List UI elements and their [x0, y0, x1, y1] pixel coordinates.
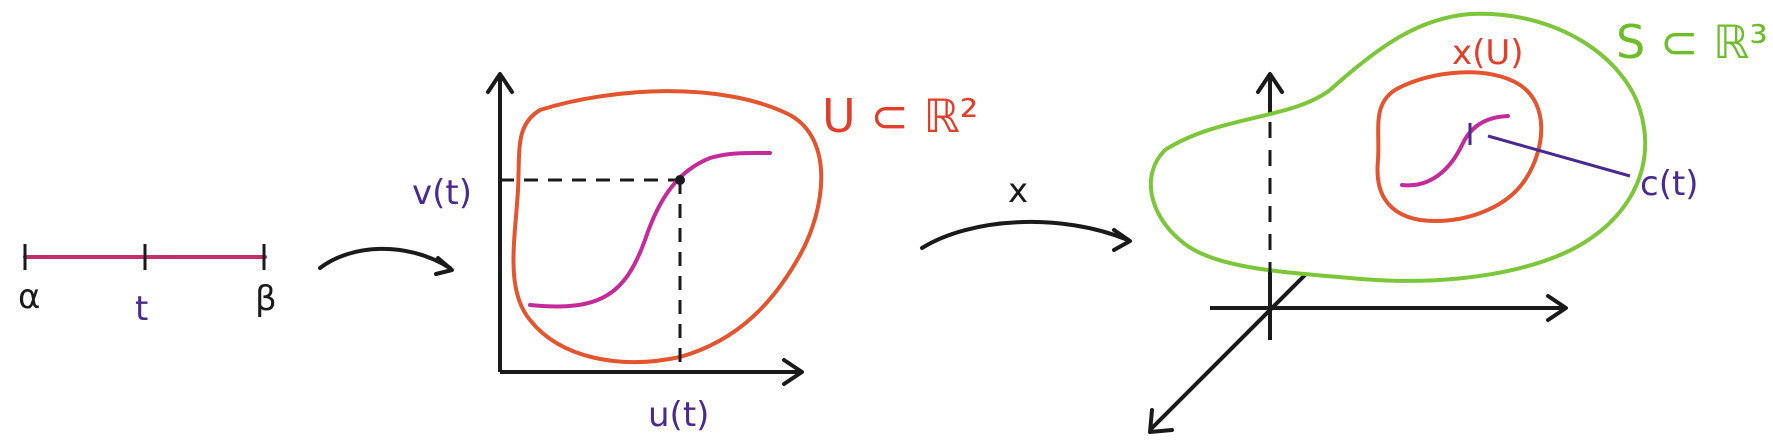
space-panel: x(U) S ⊂ ℝ³ c(t) — [1148, 11, 1768, 434]
axis-arrow-icon — [1256, 72, 1284, 94]
c-of-t-pointer — [1487, 134, 1631, 178]
axis-arrow-icon — [486, 72, 514, 94]
label-v-of-t: v(t) — [412, 173, 472, 213]
label-t: t — [135, 289, 148, 329]
label-u-of-t: u(t) — [648, 395, 709, 435]
map-x-arrow: x — [920, 171, 1132, 252]
y-axis — [1148, 268, 1312, 432]
curved-arrow-icon — [920, 219, 1132, 252]
axis-arrow-icon — [782, 358, 804, 386]
axis-arrow-icon — [1148, 408, 1174, 434]
label-map-x: x — [1008, 171, 1028, 211]
label-x-of-U: x(U) — [1452, 33, 1524, 73]
label-U-subset-R2: U ⊂ ℝ² — [822, 89, 978, 143]
domain-U-outline — [511, 89, 824, 364]
label-c-of-t: c(t) — [1640, 164, 1699, 204]
surface-S-outline — [1148, 11, 1648, 283]
plane-panel: v(t) u(t) U ⊂ ℝ² — [412, 72, 978, 435]
interval-panel: α t β — [18, 244, 277, 329]
image-xU-outline — [1375, 70, 1544, 223]
axis-arrow-icon — [1546, 294, 1568, 322]
curve-c-on-surface — [1400, 114, 1510, 188]
curve-point — [675, 175, 685, 185]
label-S-subset-R3: S ⊂ ℝ³ — [1616, 15, 1768, 69]
curved-arrow-icon — [318, 246, 454, 276]
label-alpha: α — [18, 277, 40, 317]
curve-in-U — [528, 150, 772, 309]
label-beta: β — [255, 279, 277, 319]
